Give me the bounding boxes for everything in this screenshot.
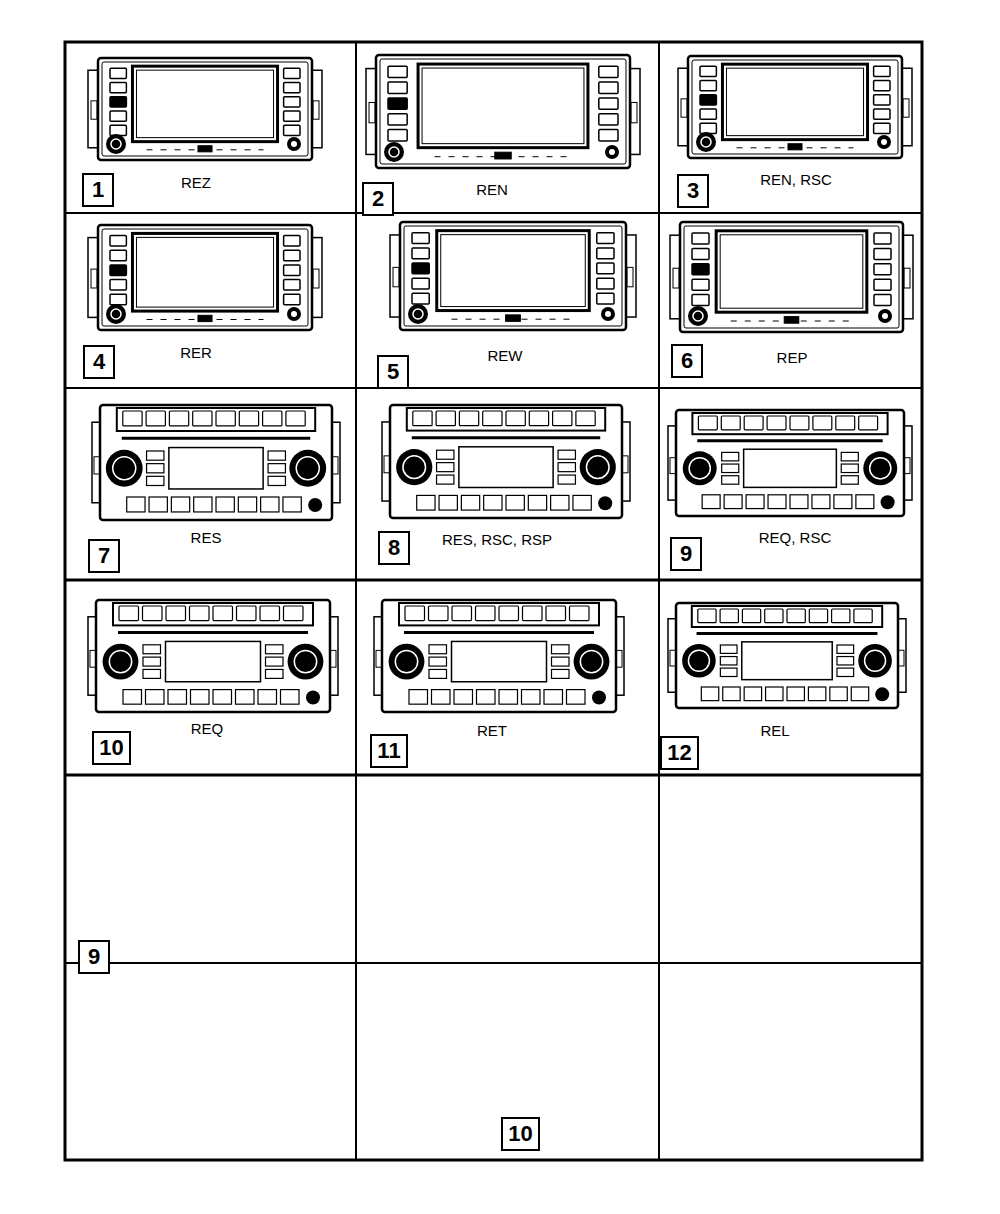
cd-radio [382, 405, 630, 518]
callout-number: 9 [88, 946, 100, 968]
radio-code: REL [758, 723, 791, 740]
navigation-radio [88, 58, 322, 160]
radio-code: REZ [179, 175, 213, 192]
radio-code: REQ, RSC [757, 530, 834, 547]
radio-code: REQ [189, 721, 226, 738]
callout-number: 8 [388, 537, 400, 559]
radio-code: REN [474, 182, 510, 199]
cd-radio [668, 410, 912, 516]
cd-radio [88, 600, 338, 712]
callout-number: 11 [377, 740, 400, 762]
cd-radio [92, 405, 340, 520]
radio-code: REW [486, 348, 525, 365]
navigation-radio [678, 56, 912, 158]
navigation-radio [366, 55, 640, 168]
callout-number: 6 [681, 350, 693, 372]
callout-number: 2 [372, 188, 384, 210]
callout-number: 12 [667, 742, 691, 764]
callout-number: 7 [98, 545, 110, 567]
radio-code: RES [189, 530, 224, 547]
radio-code: REN, RSC [758, 172, 834, 189]
navigation-radio [670, 222, 913, 332]
callout-number: 5 [387, 361, 399, 383]
callout-box: 8 [378, 531, 410, 565]
cd-radio [374, 600, 624, 712]
callout-box: 5 [377, 355, 409, 389]
radio-code: RET [475, 723, 509, 740]
callout-box: 6 [671, 344, 703, 378]
callout-box: 7 [88, 539, 120, 573]
radio-code: RES, RSC, RSP [440, 532, 554, 549]
callout-box: 3 [677, 174, 709, 208]
navigation-radio [390, 222, 636, 330]
callout-box: 10 [501, 1117, 540, 1151]
navigation-radio [88, 225, 322, 330]
callout-number: 9 [680, 543, 692, 565]
grid-lines [65, 42, 922, 1160]
cd-radio [668, 603, 906, 708]
callout-box: 1 [82, 173, 114, 207]
callout-box: 10 [92, 731, 131, 765]
callout-box: 9 [78, 940, 110, 974]
callout-box: 11 [370, 734, 408, 768]
callout-number: 10 [99, 737, 123, 759]
callout-number: 3 [687, 180, 699, 202]
callout-number: 1 [92, 179, 104, 201]
callout-box: 2 [362, 182, 394, 216]
callout-box: 9 [670, 537, 702, 571]
callout-box: 4 [83, 345, 115, 379]
callout-box: 12 [660, 736, 699, 770]
callout-number: 10 [508, 1123, 532, 1145]
radio-code: REP [775, 350, 810, 367]
callout-number: 4 [93, 351, 105, 373]
radio-code: RER [178, 345, 214, 362]
